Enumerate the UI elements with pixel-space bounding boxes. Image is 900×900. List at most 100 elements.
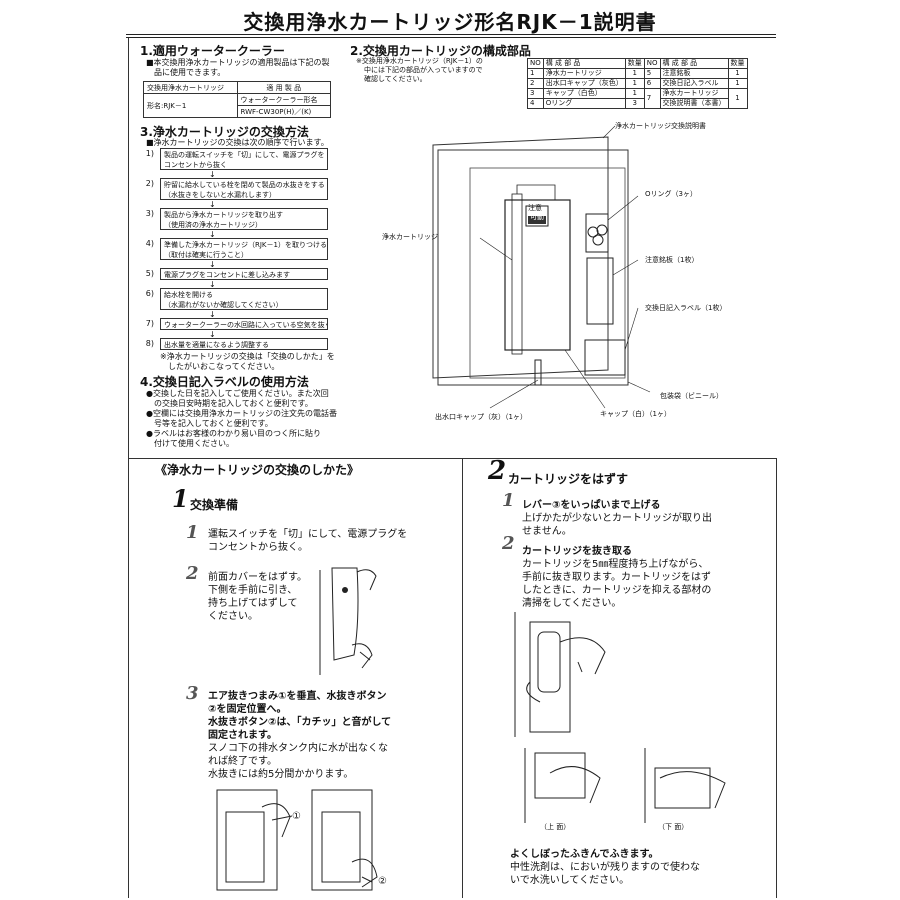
s4-line: ●交換した日を記入してご使用ください。また次回	[146, 389, 329, 398]
label-cartridge: 浄水カートリッジ	[382, 233, 438, 241]
p2-line-3: 持ち上げてはずして	[208, 598, 298, 609]
p2-line-4: ください。	[208, 611, 258, 622]
r2-line-4: したときに、カートリッジを抑える部材の	[522, 585, 712, 596]
label-manual: 浄水カートリッジ交換説明書	[615, 122, 706, 130]
r2-line-5: 清掃をしてください。	[522, 598, 622, 609]
bottom-view-caption: （下 面）	[658, 823, 689, 831]
s1-col1: 交換用浄水カートリッジ	[143, 81, 238, 94]
p3-line-4: 固定されます。	[208, 730, 277, 741]
remove-number: 2	[488, 456, 507, 486]
label-bag: 包装袋（ビニール）	[660, 392, 723, 400]
wipe-note-2: いで水洗いしてください。	[510, 875, 630, 886]
callout-2: ②	[378, 876, 387, 887]
step-arrow: ↓	[209, 330, 216, 339]
step-no-7: 7)	[145, 319, 154, 328]
p3-line-6: れば終了です。	[208, 756, 277, 767]
s3-footnote-2: したがいおこなってください。	[168, 362, 280, 371]
p2-line-2: 下側を手前に引き、	[208, 585, 298, 596]
s1-note-2: 品に使用できます。	[154, 68, 226, 77]
warn-label-1: 注意	[528, 204, 542, 212]
step-1: 製品の運転スイッチを「切」にして、電源プラグをコンセントから抜く	[160, 148, 328, 170]
s3-footnote-1: ※浄水カートリッジの交換は「交換のしかた」を	[160, 352, 335, 361]
step-arrow: ↓	[209, 260, 216, 269]
top-view-caption: （上 面）	[540, 823, 571, 831]
page-title: 交換用浄水カートリッジ形名RJK－1説明書	[243, 10, 657, 34]
remove-illustration	[514, 612, 606, 737]
step-7: ウォータークーラーの水回路に入っている空気を抜く	[160, 318, 328, 330]
r2-line-3: 手前に抜き取ります。カートリッジをはず	[522, 572, 711, 583]
top-view-illustration	[524, 748, 601, 823]
label-outlet-cap: 出水口キャップ（灰）（1ヶ）	[435, 413, 527, 421]
s2-note-2: 中には下記の部品が入っていますので	[364, 66, 483, 74]
step-no-5: 5)	[145, 269, 154, 278]
prep-title: 交換準備	[190, 498, 239, 512]
wipe-instruction: よくしぼったふきんでふきます。	[510, 849, 659, 860]
s1-heading: 1.適用ウォータークーラー	[140, 44, 285, 58]
r1-line-3: せません。	[522, 526, 572, 537]
label-datelabel: 交換日記入ラベル（1枚）	[645, 304, 727, 312]
label-oring: Oリング（3ヶ）	[645, 190, 697, 198]
left-column-frame	[128, 38, 337, 458]
prep-number: 1	[172, 484, 189, 513]
r2-number: 2	[502, 533, 515, 554]
p3-line-3: 水抜きボタン②は、「カチッ」と音がして	[208, 717, 392, 728]
step-6: 給水栓を開ける（水漏れがないか確認してください）	[160, 288, 328, 310]
s4-heading: 4.交換日記入ラベルの使用方法	[140, 375, 309, 389]
parts-hdr: NO	[527, 58, 544, 69]
step-no-6: 6)	[145, 289, 154, 298]
lower-top-rule	[128, 458, 776, 459]
s1-note-1: ■本交換用浄水カートリッジの適用製品は下記の製	[146, 58, 330, 67]
step-no-2: 2)	[145, 179, 154, 188]
s2-note-3: 確認してください。	[364, 75, 427, 83]
parts-hdr: 数量	[727, 58, 748, 69]
s3-heading: 3.浄水カートリッジの交換方法	[140, 125, 309, 139]
r1-line-2: 上げかたが少ないとカートリッジが取り出	[522, 513, 712, 524]
parts-diagram	[432, 125, 651, 409]
s2-note-1: ※交換用浄水カートリッジ（RJK－1）の	[356, 57, 483, 65]
s3-note: ■浄水カートリッジの交換は次の順序で行います。	[146, 138, 329, 147]
p3-number: 3	[186, 683, 199, 704]
p3-line-7: 水抜きには約5分間かかります。	[208, 769, 354, 780]
p1-number: 1	[186, 522, 199, 543]
step-arrow: ↓	[209, 170, 216, 179]
step-no-8: 8)	[145, 339, 154, 348]
s4-line: ●空欄には交換用浄水カートリッジの注文先の電話番	[146, 409, 337, 418]
r1-line-1: レバー③をいっぱいまで上げる	[522, 500, 661, 511]
r2-line-2: カートリッジを5㎜程度持ち上げながら、	[522, 559, 709, 570]
p1-line-2: コンセントから抜く。	[208, 542, 308, 553]
title-rule-top	[126, 34, 776, 35]
s1-prod2: RWF-CW30P(H)／(K)	[236, 105, 331, 118]
s1-prod1: ウォータークーラー形名	[236, 93, 331, 106]
p2-line-1: 前面カバーをはずす。	[208, 572, 307, 583]
parts-hdr: 構 成 部 品	[659, 58, 729, 69]
step-arrow: ↓	[209, 230, 216, 239]
s1-model: 形名:RJK－1	[143, 93, 238, 118]
r1-number: 1	[502, 490, 515, 511]
step-5: 電源プラグをコンセントに差し込みます	[160, 268, 328, 280]
title-rule-bottom	[126, 37, 776, 38]
callout-1: ①	[292, 811, 301, 822]
step-8: 出水量を適量になるよう調整する	[160, 338, 328, 350]
lower-left-border	[128, 458, 129, 898]
label-plate: 注意銘板（1枚）	[645, 256, 699, 264]
p2-number: 2	[186, 563, 199, 584]
p3-line-5: スノコ下の排水タンク内に水が出なくな	[208, 743, 388, 754]
s4-line: 号等を記入しておくと便利です。	[146, 419, 273, 428]
step-2: 貯留に給水している栓を閉めて製品の水抜きをする（水抜きをしないと水漏れします）	[160, 178, 328, 200]
step-arrow: ↓	[209, 200, 216, 209]
label-cap: キャップ（白）（1ヶ）	[600, 410, 671, 418]
parts-hdr: 構 成 部 品	[542, 58, 626, 69]
step-arrow: ↓	[209, 310, 216, 319]
step-no-1: 1)	[145, 149, 154, 158]
p3-line-2: ②を固定位置へ。	[208, 704, 287, 715]
step-arrow: ↓	[209, 280, 216, 289]
s4-line: の交換日安時期を記入しておくと便利です。	[146, 399, 313, 408]
lower-right-border	[776, 458, 777, 898]
step-no-4: 4)	[145, 239, 154, 248]
lower-mid-divider	[462, 458, 463, 898]
